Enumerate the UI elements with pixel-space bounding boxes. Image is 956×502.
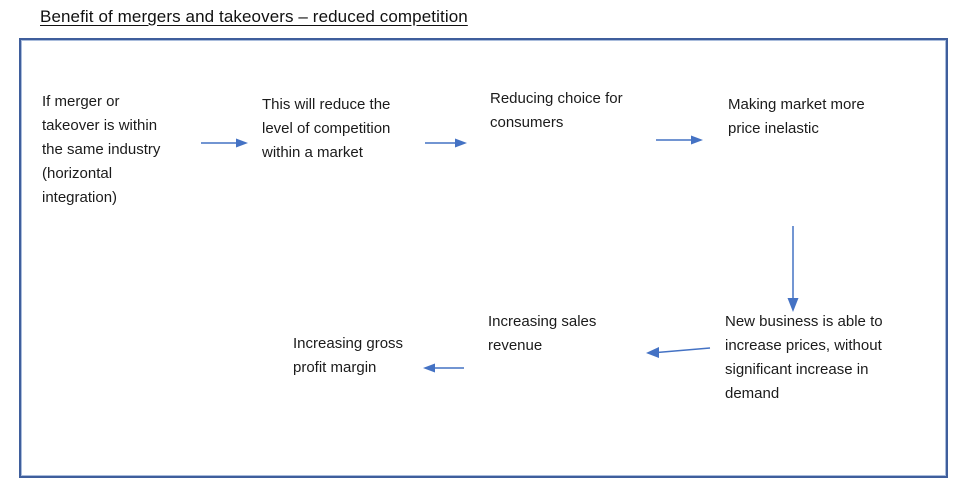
- node-merger-same-industry: If merger or takeover is within the same…: [42, 93, 161, 206]
- diagram-title: Benefit of mergers and takeovers – reduc…: [40, 7, 468, 26]
- arrow-down-icon: [787, 226, 799, 312]
- arrow-left-icon: [646, 347, 711, 358]
- arrow-right-icon: [656, 135, 703, 145]
- node-sales-revenue: Increasing sales revenue: [488, 313, 597, 354]
- arrow-left-icon: [423, 363, 464, 373]
- arrow-right-icon: [425, 138, 467, 148]
- node-gross-margin: Increasing gross profit margin: [293, 335, 404, 376]
- node-reducing-choice: Reducing choice for consumers: [490, 90, 623, 131]
- node-reduce-competition: This will reduce the level of competitio…: [262, 96, 391, 161]
- node-price-inelastic: Making market more price inelastic: [728, 96, 865, 137]
- diagram-border-box: [19, 38, 948, 478]
- arrow-right-icon: [201, 138, 248, 148]
- node-increase-prices: New business is able to increase prices,…: [725, 313, 883, 402]
